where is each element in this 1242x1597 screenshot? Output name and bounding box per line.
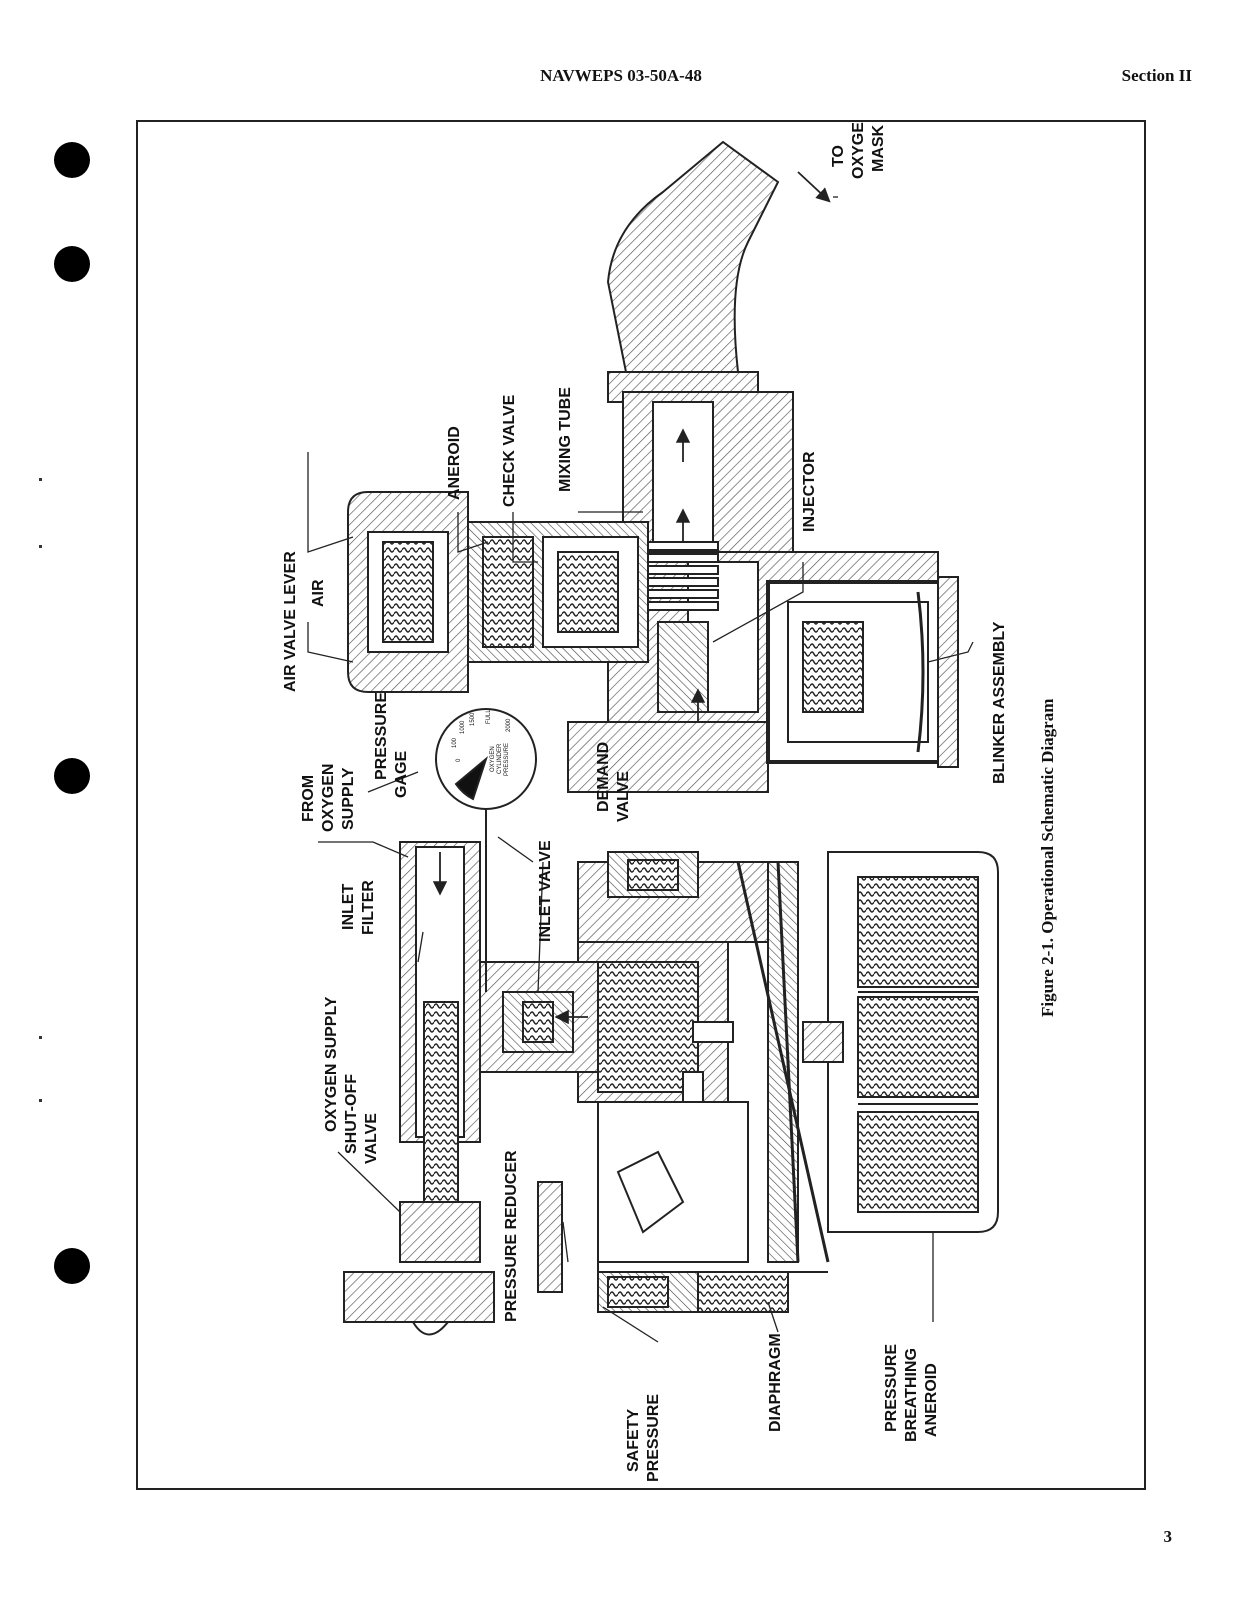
scan-speck bbox=[39, 478, 42, 481]
pressure-breathing-aneroid-housing bbox=[827, 851, 999, 1233]
gage-legend-3: PRESSURE bbox=[504, 743, 510, 776]
gage-scale-1000: 1000 bbox=[460, 720, 466, 734]
oxygen-supply-shutoff-valve bbox=[343, 1001, 495, 1336]
gage-scale-2000: 2000 bbox=[506, 718, 512, 732]
gage-legend-1: OXYGEN bbox=[490, 746, 496, 772]
binder-hole bbox=[54, 246, 90, 282]
section-label: Section II bbox=[1121, 66, 1192, 85]
flow-arrows bbox=[432, 171, 831, 1025]
label-aneroid: ANEROID bbox=[446, 426, 463, 500]
label-inlet-valve: INLET VALVE bbox=[537, 840, 554, 942]
label-check-valve: CHECK VALVE bbox=[501, 394, 518, 507]
safety-pressure-valve bbox=[537, 1181, 789, 1313]
gage-scale-full: FULL bbox=[486, 709, 492, 724]
document-id: NAVWEPS 03-50A-48 bbox=[540, 66, 702, 85]
air-valve-housing bbox=[347, 491, 649, 693]
inlet-valve bbox=[502, 991, 574, 1053]
scan-speck bbox=[39, 545, 42, 548]
label-diaphragm: DIAPHRAGM bbox=[767, 1333, 784, 1432]
label-air: AIR bbox=[310, 579, 327, 607]
binder-hole bbox=[54, 758, 90, 794]
label-mixing-tube: MIXING TUBE bbox=[557, 387, 574, 492]
demand-valve bbox=[607, 851, 699, 898]
scan-speck bbox=[39, 1036, 42, 1039]
scan-speck bbox=[39, 1099, 42, 1102]
binder-hole bbox=[54, 142, 90, 178]
leader-lines bbox=[307, 196, 974, 1343]
gage-scale-0: 0 bbox=[456, 758, 462, 762]
binder-hole bbox=[54, 1248, 90, 1284]
gage-legend-2: CYLINDER bbox=[497, 743, 503, 774]
gage-scale-1500: 1500 bbox=[470, 712, 476, 726]
figure-caption: Figure 2-1. Operational Schematic Diagra… bbox=[1038, 699, 1057, 1017]
pressure-reducer bbox=[597, 961, 734, 1234]
pressure-gage bbox=[435, 708, 537, 992]
blinker-assembly bbox=[766, 576, 959, 768]
page-number: 3 bbox=[1163, 1527, 1173, 1546]
label-air-valve-lever: AIR VALVE LEVER bbox=[282, 551, 299, 692]
injector bbox=[647, 541, 719, 713]
gage-face-text: 0 100 1000 1500 FULL 2000 OXYGEN CYLINDE… bbox=[452, 709, 512, 776]
label-injector: INJECTOR bbox=[801, 451, 818, 532]
label-blinker-assembly: BLINKER ASSEMBLY bbox=[991, 621, 1008, 784]
diaphragm-assembly bbox=[736, 861, 844, 1263]
gage-scale-100: 100 bbox=[452, 737, 458, 748]
label-pressure-reducer: PRESSURE REDUCER bbox=[503, 1150, 520, 1322]
